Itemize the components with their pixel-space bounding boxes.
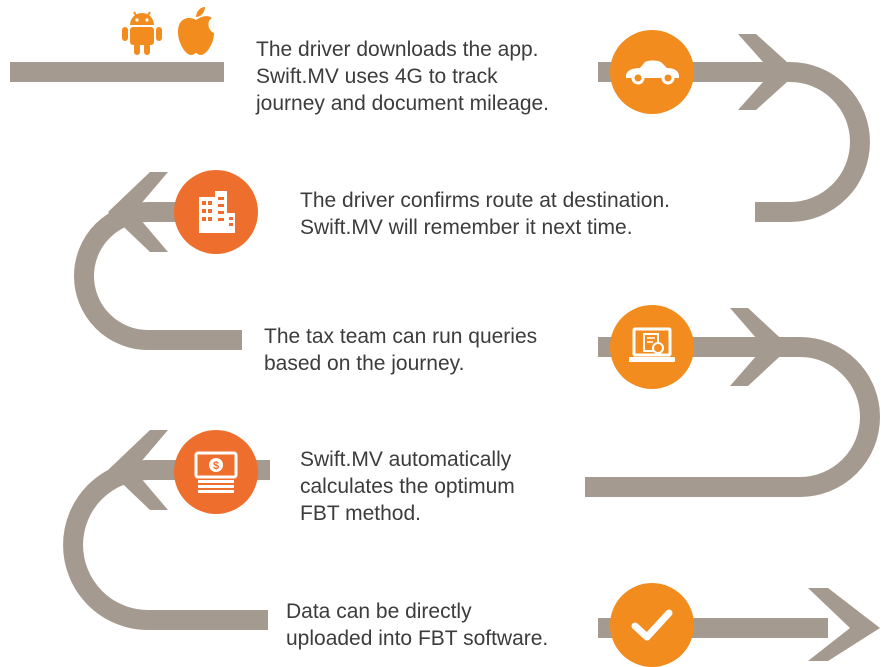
arrowhead-left-1	[108, 172, 168, 252]
step-1-badge	[610, 30, 694, 114]
android-icon	[120, 8, 164, 56]
arrowhead-right-2	[730, 308, 790, 386]
arrowhead-right-1	[738, 34, 798, 110]
step-5-badge	[610, 583, 694, 667]
step-3-badge	[610, 305, 694, 389]
laptop-icon	[629, 327, 675, 362]
step-2-text: The driver confirms route at destination…	[300, 189, 671, 239]
path-curve-right-2	[799, 337, 880, 497]
step-1-text: The driver downloads the app. Swift.MV u…	[256, 38, 550, 115]
car-icon	[626, 60, 679, 85]
step-4-badge: $	[174, 430, 258, 514]
path-curve-left-2	[63, 460, 149, 630]
step-2-badge	[174, 170, 258, 254]
step-3-text: The tax team can run queries based on th…	[264, 325, 538, 375]
svg-text:$: $	[213, 460, 219, 472]
arrowhead-left-2	[108, 430, 168, 510]
step-5-text: Data can be directly uploaded into FBT s…	[286, 600, 549, 650]
arrowhead-right-final	[808, 588, 880, 661]
path-curve-right-1	[789, 62, 870, 222]
checkmark-icon	[631, 609, 673, 641]
apple-icon	[174, 6, 218, 56]
money-icon: $	[194, 451, 238, 493]
buildings-icon	[199, 191, 235, 233]
step-4-text: Swift.MV automatically calculates the op…	[300, 448, 515, 525]
